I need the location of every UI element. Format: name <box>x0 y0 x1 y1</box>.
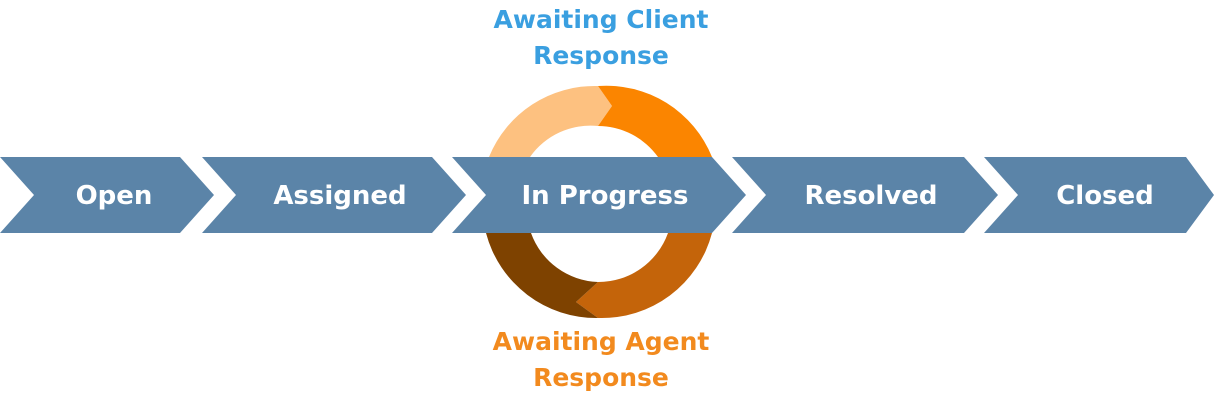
stage-labels: Open Assigned In Progress Resolved Close… <box>76 181 1154 211</box>
awaiting-client-label-line1: Awaiting Client <box>494 5 709 34</box>
status-cycle-ring <box>486 85 712 319</box>
ring-segment-agent-dark <box>486 233 598 319</box>
stage-closed-label: Closed <box>1056 181 1154 211</box>
awaiting-client-label-line2: Response <box>533 41 669 70</box>
loop-labels: Awaiting Client Response Awaiting Agent … <box>493 5 710 392</box>
stage-open-label: Open <box>76 181 153 211</box>
stage-in-progress-chevron <box>452 157 746 233</box>
stage-resolved-label: Resolved <box>804 181 937 211</box>
ring-segment-agent-light <box>576 233 712 319</box>
stage-in-progress-label: In Progress <box>522 181 689 211</box>
stage-chevrons <box>0 157 1214 233</box>
stage-resolved-chevron <box>732 157 998 233</box>
stage-assigned-chevron <box>202 157 466 233</box>
awaiting-agent-label-line1: Awaiting Agent <box>493 327 710 356</box>
ring-segment-client-light <box>489 85 612 157</box>
stage-closed-chevron <box>984 157 1214 233</box>
ring-segment-client-dark <box>598 85 712 157</box>
awaiting-agent-label-line2: Response <box>533 363 669 392</box>
stage-assigned-label: Assigned <box>273 181 406 211</box>
stage-open-chevron <box>0 157 214 233</box>
